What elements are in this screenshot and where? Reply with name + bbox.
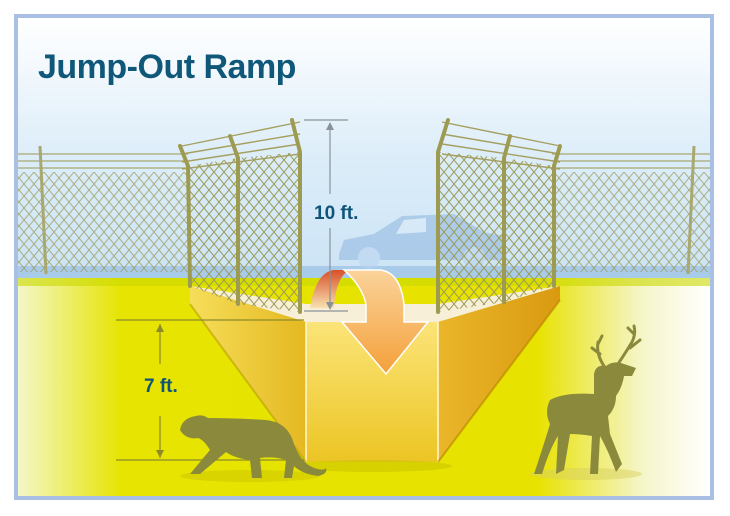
fence-height-label: 10 ft. bbox=[314, 203, 359, 224]
diagram-frame: Jump-Out Ramp 10 ft. 7 ft. bbox=[14, 14, 714, 500]
deer-icon bbox=[530, 324, 642, 480]
page-title: Jump-Out Ramp bbox=[38, 48, 296, 86]
fence-left bbox=[178, 118, 302, 314]
illustration bbox=[18, 18, 710, 496]
mountain-lion-icon bbox=[180, 415, 327, 482]
jump-arrow-icon bbox=[340, 269, 430, 376]
dimension-10ft bbox=[304, 119, 348, 312]
ramp-height-label: 7 ft. bbox=[144, 376, 178, 397]
fence-right bbox=[436, 118, 562, 314]
